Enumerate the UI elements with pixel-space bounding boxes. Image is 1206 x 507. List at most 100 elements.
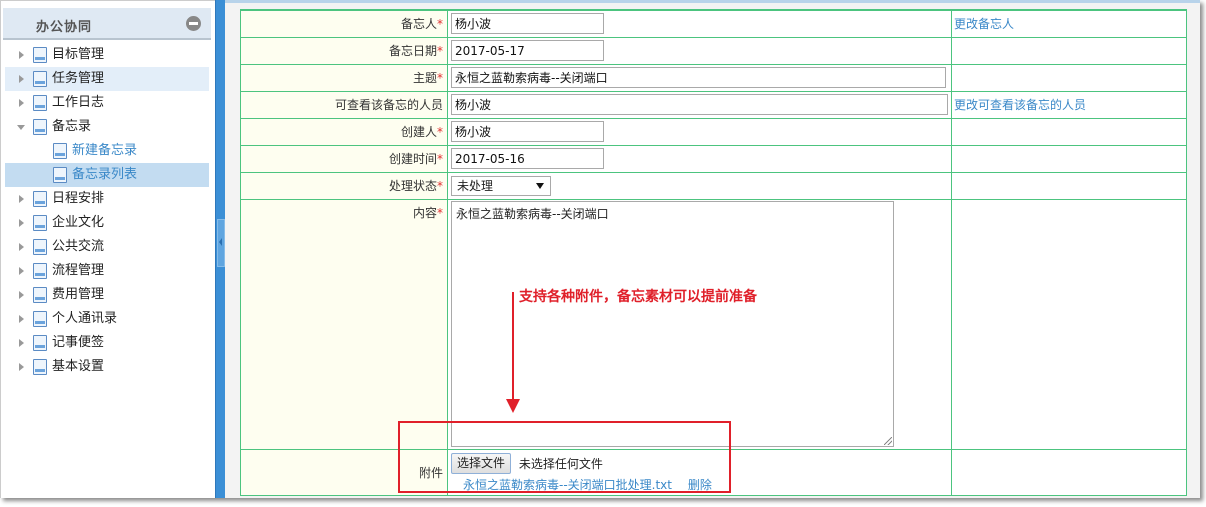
main-top-border (225, 0, 1200, 3)
document-icon (33, 239, 47, 255)
sidebar-item-label: 工作日志 (52, 95, 105, 110)
document-icon (33, 335, 47, 351)
annotation-arrow-line (512, 292, 514, 400)
triangle-right-icon[interactable] (19, 339, 24, 347)
main-content: 备忘人* 更改备忘人 备忘日期* 主题* 可查看该备忘的人员 更改可查看该备忘的… (225, 0, 1200, 498)
form-row-status: 处理状态* 未处理 (240, 171, 1187, 200)
sidebar: 办公协同 目标管理 任务管理 工作日志 备忘录 (0, 0, 215, 498)
minus-circle-icon[interactable] (186, 16, 201, 31)
triangle-right-icon[interactable] (19, 99, 24, 107)
sidebar-item-label: 基本设置 (52, 359, 105, 374)
content-textarea[interactable]: 永恒之蓝勒索病毒--关闭端口 (451, 200, 894, 447)
attachment-list: 永恒之蓝勒索病毒--关闭端口批处理.txt 删除 (451, 476, 951, 493)
viewers-input[interactable] (451, 94, 948, 115)
document-icon (33, 47, 47, 63)
sidebar-item-memo-list[interactable]: 备忘录列表 (5, 163, 209, 187)
form-row-content: 内容* 永恒之蓝勒索病毒--关闭端口 (240, 198, 1187, 450)
sidebar-item-label: 新建备忘录 (72, 143, 138, 158)
document-icon (33, 71, 47, 87)
required-mark: * (437, 205, 443, 220)
sidebar-item-public-exchange[interactable]: 公共交流 (5, 235, 209, 259)
form-row-memo-person: 备忘人* 更改备忘人 (240, 9, 1187, 38)
sidebar-item-workflow[interactable]: 流程管理 (5, 259, 209, 283)
required-mark: * (437, 44, 443, 58)
field-label: 备忘日期 (388, 44, 437, 58)
form-row-viewers: 可查看该备忘的人员 更改可查看该备忘的人员 (240, 90, 1187, 119)
field-label: 可查看该备忘的人员 (334, 98, 443, 112)
sidebar-header: 办公协同 (3, 8, 211, 40)
sidebar-item-label: 备忘录 (52, 119, 92, 134)
sidebar-splitter[interactable] (215, 0, 225, 498)
collapse-left-icon[interactable] (217, 219, 225, 267)
field-label: 内容 (412, 205, 437, 220)
triangle-right-icon[interactable] (19, 195, 24, 203)
document-icon (33, 95, 47, 111)
required-mark: * (437, 179, 443, 193)
form-row-created-time: 创建时间* (240, 144, 1187, 173)
memo-date-input[interactable] (451, 40, 604, 61)
field-label: 创建时间 (388, 152, 437, 166)
document-icon (33, 311, 47, 327)
change-viewers-link[interactable]: 更改可查看该备忘的人员 (954, 98, 1087, 112)
sidebar-item-culture[interactable]: 企业文化 (5, 211, 209, 235)
field-label: 备忘人 (400, 17, 437, 32)
sidebar-item-label: 备忘录列表 (72, 167, 138, 182)
sidebar-item-tasks[interactable]: 任务管理 (5, 67, 209, 91)
annotation-highlight-box (398, 421, 731, 493)
sidebar-item-contacts[interactable]: 个人通讯录 (5, 307, 209, 331)
sidebar-item-new-memo[interactable]: 新建备忘录 (5, 139, 209, 163)
chevron-down-icon (536, 182, 544, 189)
sidebar-item-label: 日程安排 (52, 191, 105, 206)
triangle-down-icon[interactable] (17, 125, 25, 130)
document-icon (33, 215, 47, 231)
sidebar-item-worklog[interactable]: 工作日志 (5, 91, 209, 115)
status-select-value: 未处理 (457, 178, 494, 193)
triangle-right-icon[interactable] (19, 219, 24, 227)
status-select[interactable]: 未处理 (451, 175, 551, 196)
sidebar-item-goals[interactable]: 目标管理 (5, 43, 209, 67)
triangle-right-icon[interactable] (19, 51, 24, 59)
annotation-text: 支持各种附件，备忘素材可以提前准备 (519, 289, 757, 305)
field-label: 处理状态 (388, 179, 437, 193)
required-mark: * (437, 17, 443, 32)
change-memo-person-link[interactable]: 更改备忘人 (954, 17, 1015, 32)
field-label: 主题 (412, 71, 437, 85)
memo-person-input[interactable] (451, 13, 604, 35)
form-row-creator: 创建人* (240, 117, 1187, 146)
required-mark: * (437, 71, 443, 85)
delete-attachment-link[interactable]: 删除 (687, 477, 712, 492)
sidebar-item-schedule[interactable]: 日程安排 (5, 187, 209, 211)
sidebar-item-label: 任务管理 (52, 71, 105, 86)
document-icon (33, 287, 47, 303)
sidebar-nav: 目标管理 任务管理 工作日志 备忘录 新建备忘录 (5, 43, 209, 379)
sidebar-item-label: 流程管理 (52, 263, 105, 278)
required-mark: * (437, 152, 443, 166)
document-icon (33, 119, 47, 135)
no-file-text: 未选择任何文件 (518, 456, 603, 471)
creator-input[interactable] (451, 121, 604, 142)
form-row-memo-date: 备忘日期* (240, 36, 1187, 65)
choose-file-button[interactable]: 选择文件 (451, 452, 512, 474)
sidebar-item-label: 个人通讯录 (52, 311, 118, 326)
triangle-right-icon[interactable] (19, 291, 24, 299)
sidebar-item-expenses[interactable]: 费用管理 (5, 283, 209, 307)
triangle-right-icon[interactable] (19, 315, 24, 323)
attachment-file-link[interactable]: 永恒之蓝勒索病毒--关闭端口批处理.txt (463, 477, 672, 492)
document-icon (33, 263, 47, 279)
created-time-input[interactable] (451, 148, 604, 169)
subject-input[interactable] (451, 67, 946, 88)
field-label: 附件 (418, 465, 443, 480)
sidebar-item-memo[interactable]: 备忘录 (5, 115, 209, 139)
triangle-right-icon[interactable] (19, 267, 24, 275)
resize-grip-icon[interactable] (884, 436, 892, 445)
annotation-arrow-head-icon (506, 399, 520, 413)
sidebar-item-label: 公共交流 (52, 239, 105, 254)
sidebar-item-notes[interactable]: 记事便签 (5, 331, 209, 355)
sidebar-item-settings[interactable]: 基本设置 (5, 355, 209, 379)
triangle-right-icon[interactable] (19, 243, 24, 251)
document-icon (33, 359, 47, 375)
triangle-right-icon[interactable] (19, 75, 24, 83)
triangle-right-icon[interactable] (19, 363, 24, 371)
document-icon (33, 191, 47, 207)
file-input: 选择文件 未选择任何文件 (451, 452, 951, 474)
